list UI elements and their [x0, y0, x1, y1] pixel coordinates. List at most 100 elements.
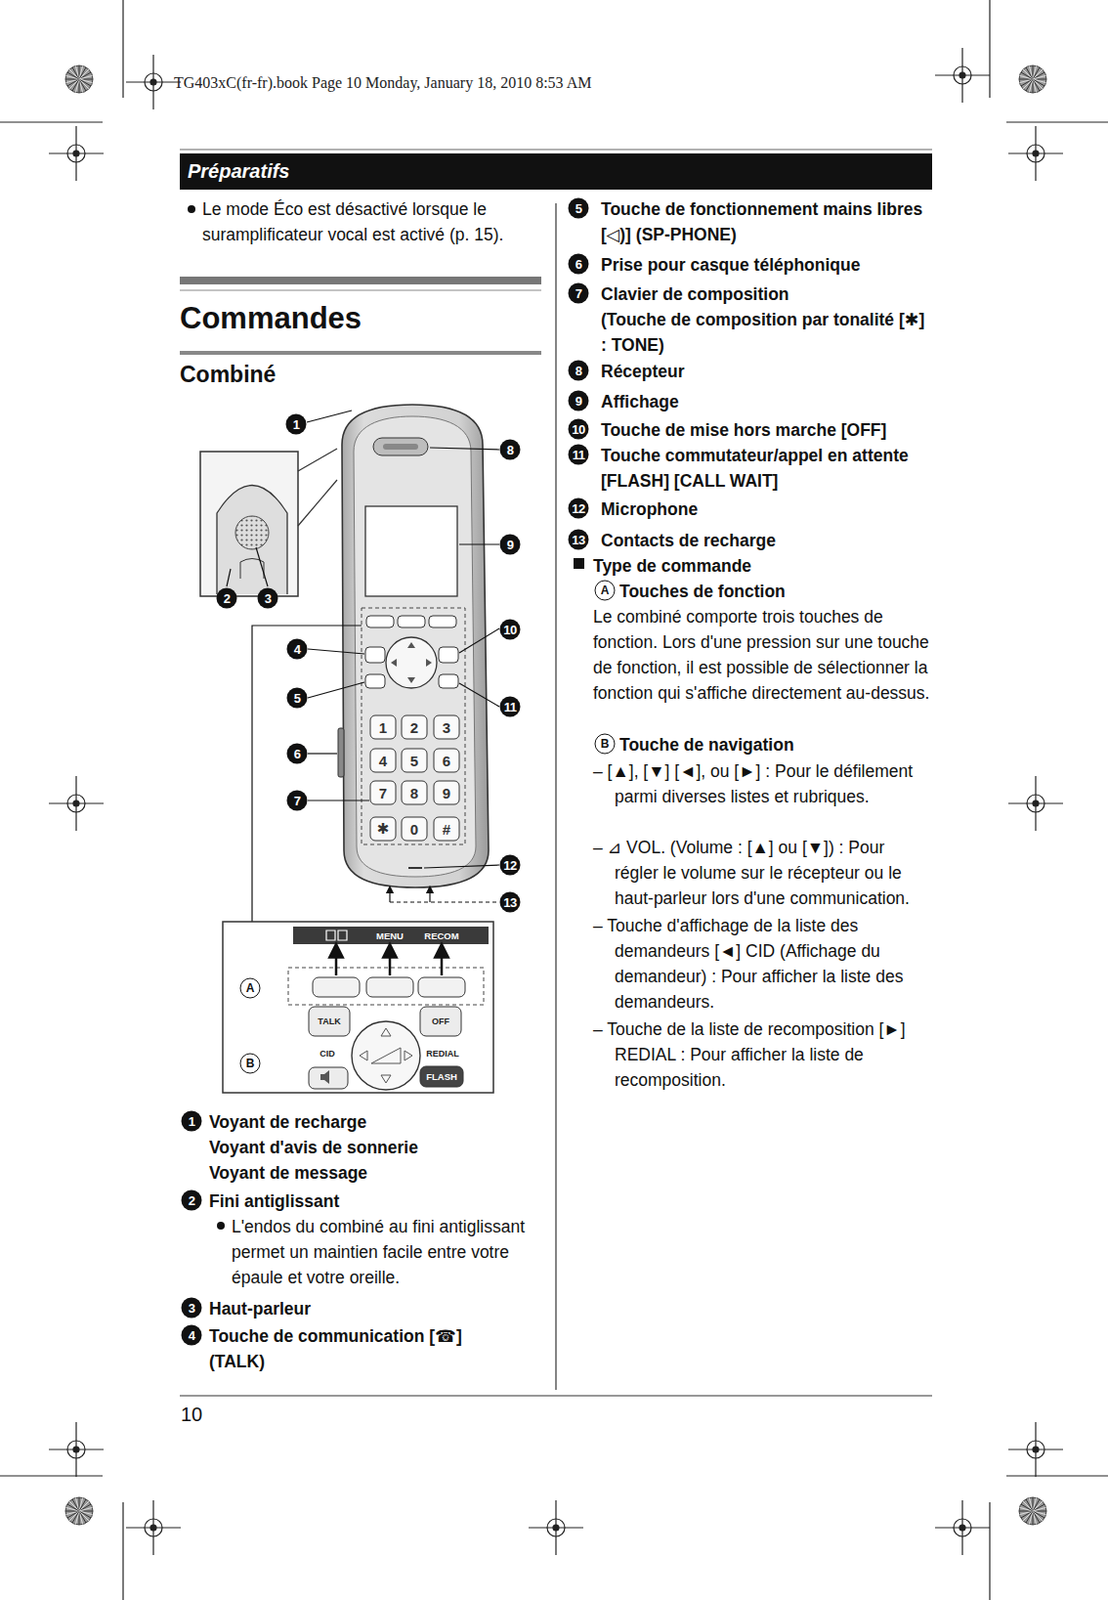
part-name: Contacts de recharge	[600, 527, 776, 554]
registration-marks	[65, 79, 80, 84]
callout-letter: B	[595, 733, 616, 755]
registration-marks	[935, 1499, 990, 1555]
registration-marks	[1019, 1496, 1047, 1525]
registration-marks	[75, 65, 80, 80]
section-label: Préparatifs	[179, 153, 933, 190]
key-label: 3	[442, 719, 451, 736]
registration-marks	[79, 79, 86, 91]
registration-marks	[73, 150, 80, 157]
keypad-keys	[433, 715, 460, 739]
registration-marks	[1032, 72, 1045, 80]
key-label: FLASH	[426, 1070, 458, 1082]
callout-letter: B	[240, 1053, 261, 1074]
registration-marks	[1032, 79, 1040, 91]
handset-body	[383, 443, 419, 450]
registration-marks	[0, 121, 103, 123]
page-rules	[216, 1221, 225, 1230]
leader-lines	[389, 900, 499, 902]
registration-marks	[1032, 1503, 1045, 1511]
registration-marks	[150, 79, 157, 86]
keypad-closeup	[359, 1027, 413, 1083]
handset-body	[365, 646, 385, 663]
keypad-keys	[370, 748, 396, 772]
note-text: Le mode Éco est désactivé lorsque le sur…	[202, 196, 545, 248]
callout-number: 11	[568, 444, 590, 466]
handset-body	[365, 674, 385, 688]
keypad-closeup	[440, 949, 444, 976]
page-rules	[179, 1394, 933, 1396]
handset-body	[365, 506, 458, 597]
registration-marks	[65, 1510, 80, 1515]
cradle-inset	[298, 448, 338, 471]
key-label: OFF	[431, 1016, 450, 1026]
registration-marks	[79, 72, 91, 80]
registration-marks	[1028, 65, 1033, 80]
callout-number: 7	[287, 790, 308, 811]
handset-body	[408, 866, 423, 869]
handset-body	[353, 416, 476, 877]
registration-marks	[72, 1498, 80, 1511]
list-item: – Touche d'affichage de la liste des dem…	[593, 912, 931, 1015]
registration-marks	[65, 1496, 93, 1525]
page-number: 10	[180, 1403, 203, 1426]
registration-marks	[67, 79, 80, 86]
leader-lines	[307, 681, 365, 698]
registration-marks	[1006, 121, 1108, 123]
registration-marks	[65, 65, 93, 93]
part-name: Voyant d'avis de sonnerie	[209, 1134, 419, 1160]
keypad-keys	[370, 780, 396, 805]
callout-number: 10	[568, 419, 590, 440]
leader-lines	[252, 625, 362, 922]
leader-lines	[226, 568, 231, 587]
page-rules	[573, 557, 585, 569]
leader-lines	[307, 799, 370, 801]
keypad-keys	[370, 816, 396, 841]
cradle-inset	[235, 515, 269, 550]
registration-marks	[1021, 79, 1033, 86]
key-label: ✱	[377, 819, 390, 838]
callout-number: 12	[500, 854, 521, 876]
page-rules	[179, 290, 542, 292]
registration-marks	[1019, 65, 1047, 93]
callout-number: 4	[181, 1324, 203, 1346]
keypad-closeup	[308, 1006, 350, 1036]
callout-number: 8	[568, 360, 590, 382]
registration-marks	[553, 1524, 559, 1531]
callout-number: 11	[500, 696, 521, 718]
registration-marks	[1032, 75, 1047, 80]
leader-lines	[459, 682, 500, 707]
handset-body	[397, 615, 426, 628]
part-name: Clavier de composition	[600, 281, 790, 307]
cradle-inset	[200, 451, 299, 597]
leader-lines	[429, 447, 500, 450]
registration-marks	[79, 1510, 86, 1523]
part-name: Microphone	[600, 496, 698, 522]
registration-marks	[1032, 150, 1039, 157]
note-text: L'endos du combiné au fini antiglissant …	[231, 1213, 554, 1290]
keypad-closeup	[222, 921, 494, 1093]
key-label: TALK	[317, 1016, 341, 1026]
keypad-closeup	[336, 949, 442, 976]
registration-marks	[79, 79, 84, 93]
keypad-closeup	[366, 977, 414, 997]
part-name: (Touche de composition par tonalité [✱] …	[600, 306, 934, 358]
handset-body	[390, 641, 432, 683]
callout-number: 2	[216, 588, 238, 609]
callout-letter: A	[240, 978, 261, 999]
callout-number: 4	[287, 639, 308, 660]
keypad-closeup	[418, 977, 466, 997]
leader-lines	[306, 410, 352, 423]
key-label: 8	[410, 784, 419, 802]
part-name: Récepteur	[600, 358, 685, 384]
key-label: 9	[442, 784, 451, 802]
handset-body	[438, 674, 459, 688]
handset-body	[338, 404, 489, 888]
registration-marks	[126, 54, 181, 110]
keypad-closeup	[222, 921, 494, 1093]
registration-marks	[79, 75, 93, 80]
keypad-keys	[370, 715, 460, 841]
leader-lines	[255, 547, 268, 587]
part-name: Touche de mise hors marche [OFF]	[600, 417, 887, 443]
